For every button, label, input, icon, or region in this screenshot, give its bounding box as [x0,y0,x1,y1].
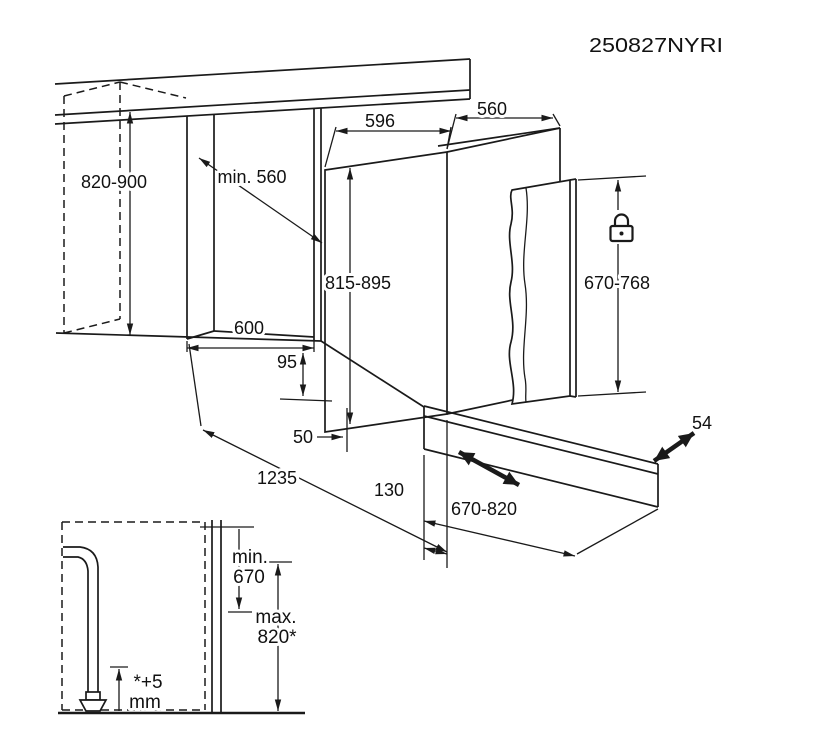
dim-label-total-depth: 1235 [257,468,297,488]
inset-detail [58,520,305,715]
inset-label-min-prefix: min. [232,547,268,568]
inset-label-footnote: *+5 [133,672,162,693]
worktop [54,58,471,125]
dim-label-niche-depth: min. 560 [217,167,286,187]
dim-label-plinth-length: 670-820 [451,499,517,519]
inset-label-min-value: 670 [233,567,265,588]
plinth-board [423,405,659,508]
dim-label-recess: 50 [293,427,313,447]
door-panel-face [508,178,571,406]
door-panel-break-line [522,187,528,403]
plinth-thickness-arrow [652,431,696,463]
adjustable-foot [85,691,101,701]
dim-label-door-panel-height: 670-768 [584,273,650,293]
hidden-cabinet-outline [63,81,187,334]
dimension-lines [126,112,659,568]
dim-label-appliance-width: 596 [365,111,395,131]
lock-icon [606,210,638,244]
inset-label-max-prefix: max. [255,607,296,628]
slide-direction-arrow [457,450,521,487]
inset-label-footnote-unit: mm [129,692,161,713]
furniture-door-panel [508,178,577,406]
niche [55,108,425,408]
dim-label-appliance-depth: 560 [477,99,507,119]
dim-label-niche-width: 600 [234,318,264,338]
dim-label-niche-height: 820-900 [81,172,147,192]
dim-label-plinth-thickness: 54 [692,413,712,433]
dim-label-base-height: 95 [277,352,297,372]
inset-label-max-value: 820* [257,627,297,648]
model-code: 250827NYRI [589,35,723,57]
dim-label-plinth-offset: 130 [374,480,404,500]
dim-label-appliance-height: 815-895 [325,273,391,293]
